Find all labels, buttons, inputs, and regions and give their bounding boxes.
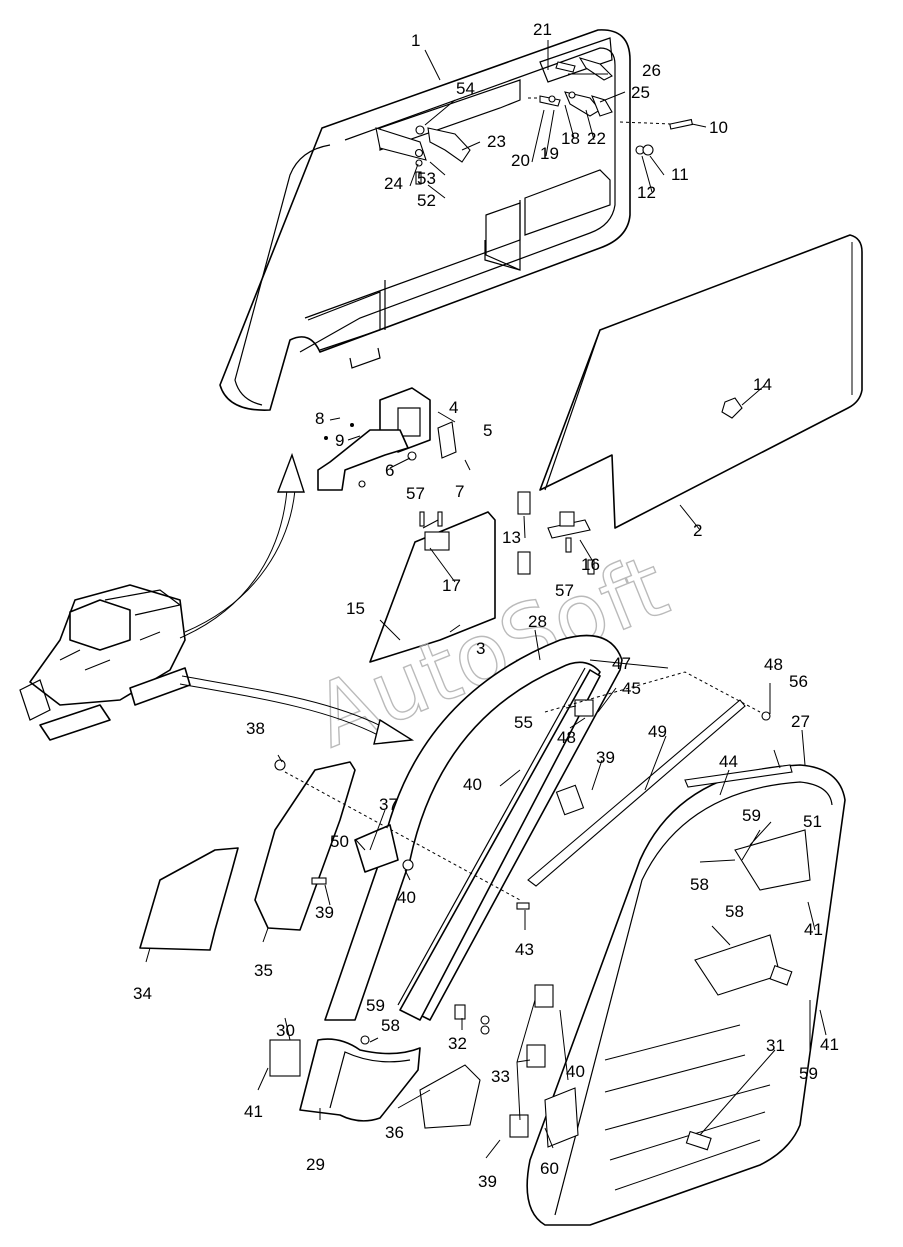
callout-labels: 1 2 3 4 5 6 7 8 9 10 11 12 13 14 15 16 1… (133, 20, 839, 1191)
callout-label: 53 (417, 169, 436, 188)
callout-label: 55 (514, 713, 533, 732)
callout-label: 26 (642, 61, 661, 80)
callout-label: 56 (789, 672, 808, 691)
callout-label: 10 (709, 118, 728, 137)
callout-label: 2 (693, 521, 702, 540)
callout-label: 23 (487, 132, 506, 151)
indicator-arrows (179, 452, 415, 745)
part-side-plate (369, 511, 496, 663)
leader-lines (145, 40, 827, 1159)
callout-label: 59 (799, 1064, 818, 1083)
callout-label: 43 (515, 940, 534, 959)
callout-label: 36 (385, 1123, 404, 1142)
callout-label: 45 (622, 679, 641, 698)
callout-label: 58 (690, 875, 709, 894)
callout-label: 59 (366, 996, 385, 1015)
callout-label: 28 (528, 612, 547, 631)
callout-label: 48 (764, 655, 783, 674)
callout-label: 27 (791, 712, 810, 731)
part-canopy-housing (219, 29, 631, 411)
hinge-parts (517, 491, 595, 575)
callout-label: 32 (448, 1034, 467, 1053)
callout-label: 41 (804, 920, 823, 939)
callout-label: 20 (511, 151, 530, 170)
callout-label: 30 (276, 1021, 295, 1040)
callout-label: 58 (725, 902, 744, 921)
callout-label: 51 (803, 812, 822, 831)
callout-label: 40 (463, 775, 482, 794)
callout-label: 9 (335, 431, 344, 450)
callout-label: 16 (581, 555, 600, 574)
callout-label: 50 (330, 832, 349, 851)
callout-label: 39 (478, 1172, 497, 1191)
callout-label: 52 (417, 191, 436, 210)
callout-label: 25 (631, 83, 650, 102)
callout-label: 14 (753, 375, 772, 394)
part-rod (527, 671, 771, 887)
callout-label: 39 (596, 748, 615, 767)
callout-label: 44 (719, 752, 738, 771)
callout-label: 18 (561, 129, 580, 148)
callout-label: 6 (385, 461, 394, 480)
callout-label: 19 (540, 144, 559, 163)
callout-label: 57 (406, 484, 425, 503)
callout-label: 31 (766, 1036, 785, 1055)
callout-label: 37 (379, 795, 398, 814)
callout-label: 12 (637, 183, 656, 202)
callout-label: 3 (476, 639, 485, 658)
part-gussets (139, 759, 530, 951)
callout-label: 59 (742, 806, 761, 825)
callout-label: 38 (246, 719, 265, 738)
part-side-panel (539, 234, 863, 529)
callout-label: 4 (449, 398, 458, 417)
callout-label: 13 (502, 528, 521, 547)
part-lower-fender (269, 1004, 490, 1129)
callout-label: 41 (244, 1102, 263, 1121)
callout-label: 34 (133, 984, 152, 1003)
callout-label: 58 (381, 1016, 400, 1035)
callout-label: 8 (315, 409, 324, 428)
callout-label: 49 (648, 722, 667, 741)
machine-thumbnail (19, 584, 191, 741)
callout-label: 5 (483, 421, 492, 440)
part-mount-bracket (317, 387, 457, 491)
callout-label: 57 (555, 581, 574, 600)
callout-label: 21 (533, 20, 552, 39)
callout-label: 54 (456, 79, 475, 98)
callout-label: 15 (346, 599, 365, 618)
callout-label: 47 (612, 654, 631, 673)
callout-label: 33 (491, 1067, 510, 1086)
callout-label: 40 (566, 1062, 585, 1081)
hinge-hardware-top (375, 57, 694, 185)
callout-label: 1 (411, 31, 420, 50)
callout-label: 60 (540, 1159, 559, 1178)
callout-label: 41 (820, 1035, 839, 1054)
callout-label: 22 (587, 129, 606, 148)
part-side-cover (509, 764, 846, 1226)
callout-label: 7 (455, 482, 464, 501)
callout-label: 40 (397, 888, 416, 907)
part-arch-frame (324, 634, 623, 1021)
callout-label: 29 (306, 1155, 325, 1174)
callout-label: 11 (671, 165, 689, 184)
callout-label: 35 (254, 961, 273, 980)
callout-label: 48 (557, 728, 576, 747)
callout-label: 24 (384, 174, 403, 193)
callout-label: 39 (315, 903, 334, 922)
callout-label: 17 (442, 576, 461, 595)
